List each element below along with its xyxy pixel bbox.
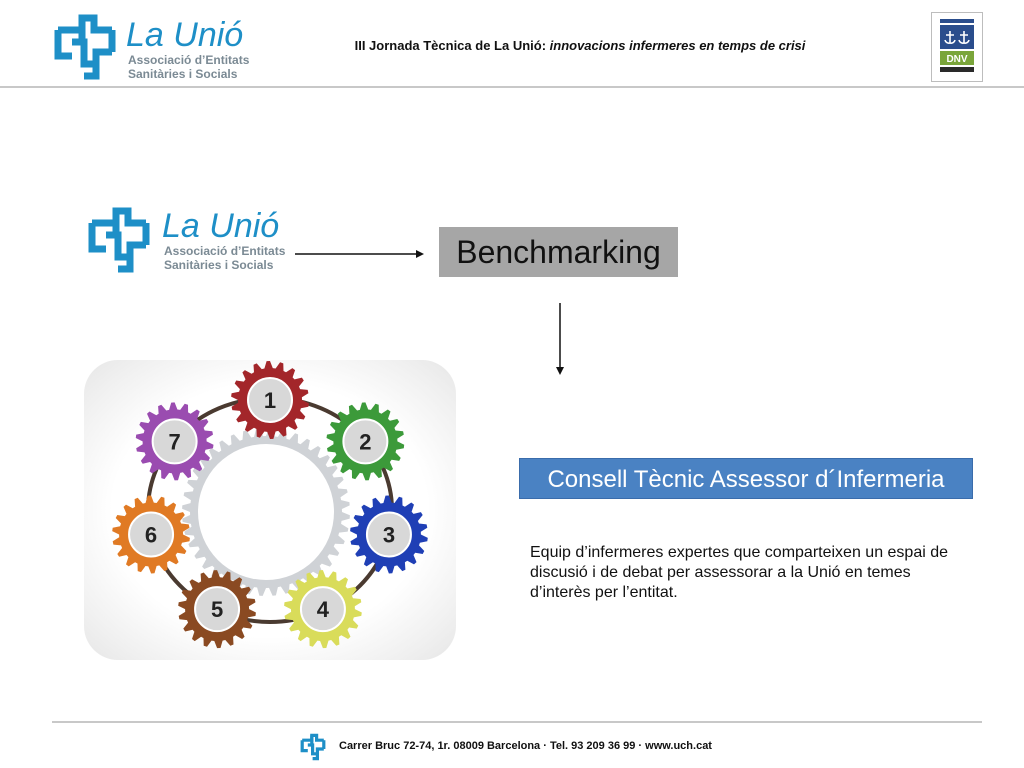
gear-2: 2	[326, 402, 405, 481]
gear-4-hub	[299, 586, 346, 633]
gear-4: 4	[284, 570, 362, 649]
consell-box: Consell Tècnic Assessor d´Infermeria	[519, 458, 973, 499]
gear-5-hub	[194, 586, 241, 633]
header-divider	[0, 86, 1024, 88]
gear-4-label: 4	[317, 597, 330, 622]
gear-7: 7	[135, 402, 214, 481]
gear-3-label: 3	[383, 522, 395, 547]
gear-5-label: 5	[211, 597, 223, 622]
header-logo: La Unió Associació d’Entitats Sanitàries…	[52, 12, 252, 84]
badge-text: DNV	[946, 54, 967, 65]
consell-description: Equip d’infermeres expertes que comparte…	[530, 544, 949, 601]
gear-2-hub	[342, 418, 389, 465]
org-name: La Unió	[126, 16, 243, 54]
gear-5: 5	[178, 570, 256, 649]
diagram-logo: La Unió Associació d’Entitats Sanitàries…	[86, 205, 286, 277]
diagram-logo-sub2: Sanitàries i Socials	[164, 258, 274, 272]
gears-image: 1 2 3 4 5 6 7	[84, 360, 456, 660]
arrow-right-head	[416, 250, 424, 258]
gear-6-hub	[128, 511, 175, 558]
la-unio-logo-mark: La Unió Associació d’Entitats Sanitàries…	[54, 14, 250, 81]
gear-3-hub	[365, 511, 412, 558]
org-sub2: Sanitàries i Socials	[128, 67, 238, 81]
gears-illustration: 1 2 3 4 5 6 7	[112, 361, 428, 649]
gear-1-label: 1	[264, 388, 276, 413]
gear-7-hub	[151, 418, 198, 465]
benchmarking-box: Benchmarking	[439, 227, 678, 277]
gear-1-hub	[247, 377, 293, 423]
diagram-logo-sub1: Associació d’Entitats	[164, 244, 286, 258]
footer-logo-icon	[299, 733, 327, 761]
diagram-logo-name: La Unió	[162, 207, 279, 245]
footer-divider	[52, 721, 982, 723]
gear-6-label: 6	[145, 522, 157, 547]
la-unio-logo-mark: La Unió Associació d’Entitats Sanitàries…	[88, 207, 286, 273]
gear-6: 6	[112, 495, 190, 574]
header-title: III Jornada Tècnica de La Unió: innovaci…	[300, 38, 860, 53]
gear-7-label: 7	[168, 429, 180, 454]
gear-2-label: 2	[359, 429, 371, 454]
certification-badge-icon: DNV	[940, 19, 974, 72]
footer-address: Carrer Bruc 72-74, 1r. 08009 Barcelona ·…	[339, 740, 712, 752]
gear-1: 1	[231, 361, 309, 439]
org-sub1: Associació d’Entitats	[128, 53, 250, 67]
arrow-down-head	[556, 367, 564, 375]
header-title-italic: innovacions infermeres en temps de crisi	[549, 38, 806, 53]
header-title-plain: III Jornada Tècnica de La Unió:	[354, 38, 550, 53]
gear-3: 3	[350, 495, 428, 574]
certification-badge: DNV	[931, 12, 983, 82]
central-gear-hole	[198, 444, 334, 580]
